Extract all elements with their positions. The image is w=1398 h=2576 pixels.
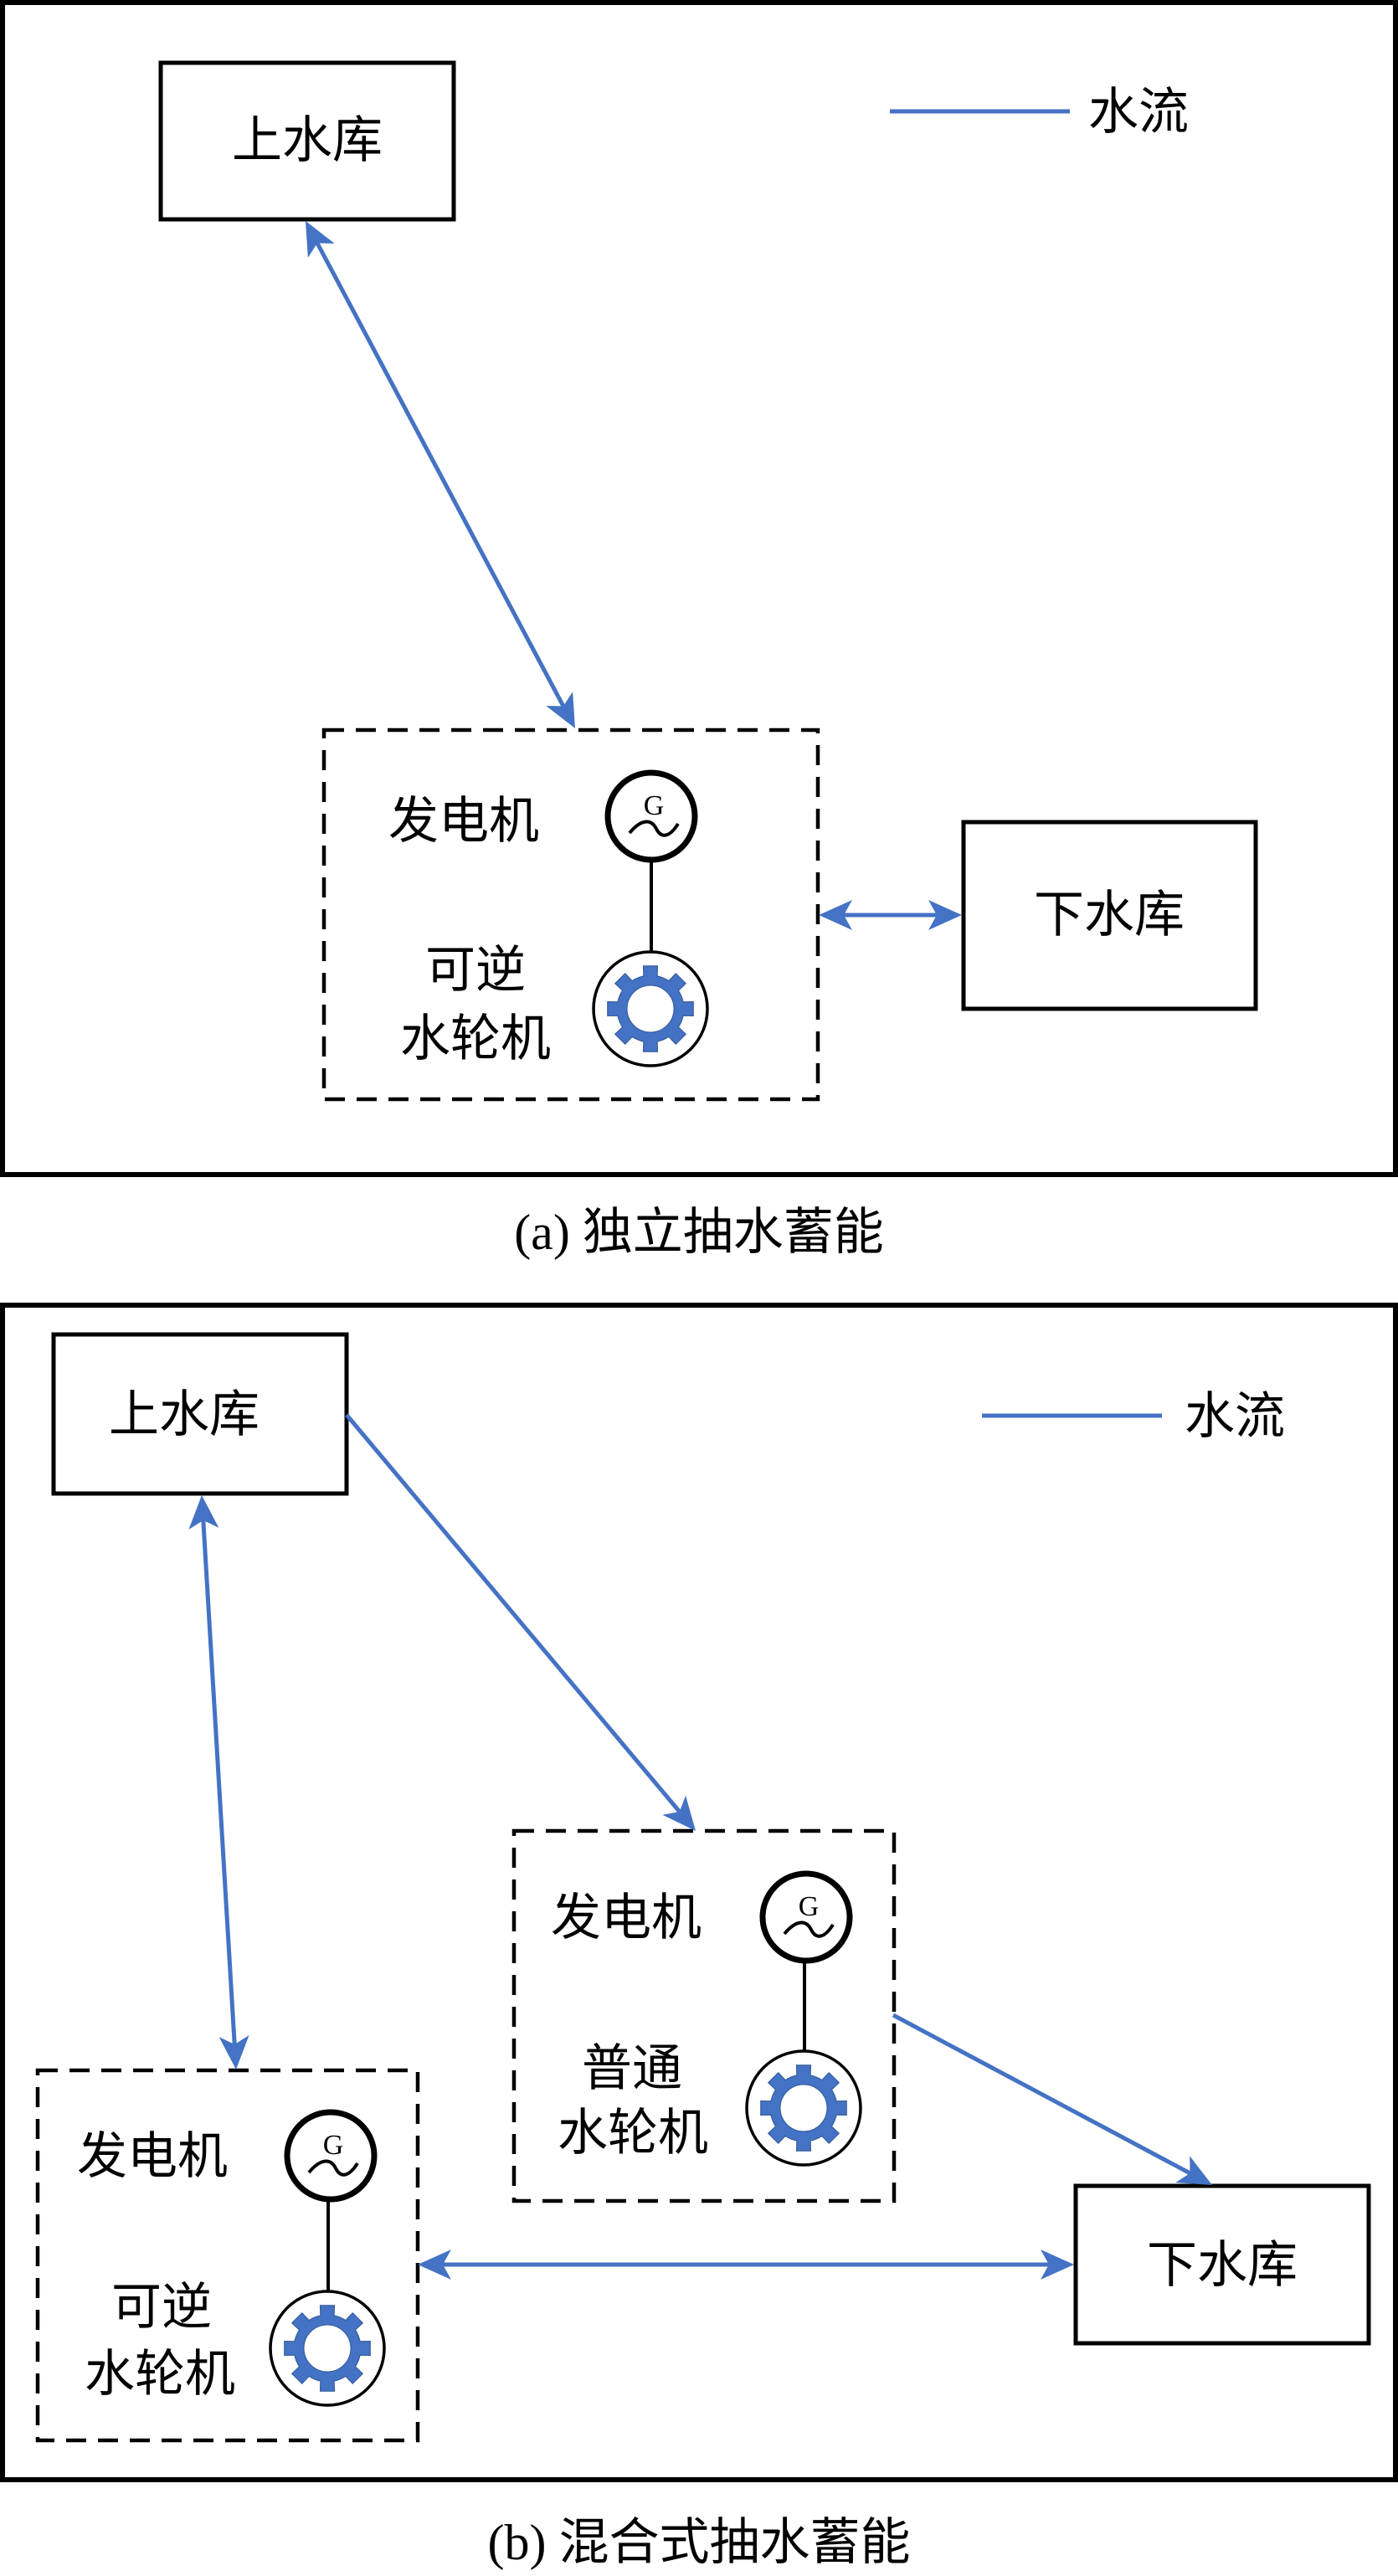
flow-unit-to-lower-arrow	[819, 900, 962, 930]
sine-wave-icon	[628, 820, 680, 837]
panel-b-conventional-unit: 发电机 普通 水轮机 G	[511, 1828, 897, 2203]
panel-b-caption: (b) 混合式抽水蓄能	[488, 2515, 911, 2570]
flow-line	[201, 1519, 237, 2045]
unit-dashed-box	[321, 728, 820, 1102]
sine-wave-icon	[783, 1920, 835, 1938]
unit-dashed-box	[511, 1828, 897, 2203]
legend-label: 水流	[1185, 1387, 1285, 1446]
gear-icon	[760, 2064, 847, 2152]
flow-line	[315, 242, 566, 707]
lower-reservoir-box	[961, 820, 1258, 1011]
generator-symbol: G	[759, 1870, 853, 1964]
generator-label: 发电机	[388, 792, 539, 851]
lower-reservoir-label: 下水库	[1147, 2236, 1298, 2295]
upper-reservoir-box	[158, 60, 456, 222]
turbine-label-line2: 水轮机	[85, 2345, 235, 2404]
panel-b-lower-reservoir: 下水库	[1073, 2183, 1371, 2346]
flow-line	[345, 1413, 681, 1813]
flow-upper-to-reversible-arrow	[188, 1495, 249, 2070]
turbine-label-line2: 水轮机	[558, 2104, 708, 2162]
flow-conventional-to-lower-arrow	[892, 2013, 1212, 2185]
flow-upper-to-conventional-arrow	[345, 1413, 696, 1831]
lower-reservoir-box	[1073, 2183, 1371, 2346]
panel-b: 水流 上水库 下水库 发电机 普通 水轮机 G	[0, 1303, 1398, 2570]
arrowhead-end	[218, 2034, 249, 2070]
panel-b-frame	[0, 1303, 1398, 2482]
panel-a-lower-reservoir: 下水库	[961, 820, 1258, 1011]
panel-a-legend: 水流	[890, 83, 1189, 141]
flow-upper-to-unit-arrow	[306, 221, 575, 728]
upper-reservoir-label: 上水库	[109, 1386, 260, 1444]
generator-label: 发电机	[551, 1889, 702, 1947]
generator-circle	[604, 769, 698, 863]
panel-a-upper-reservoir: 上水库	[158, 60, 456, 222]
panel-b-reversible-unit: 发电机 可逆 水轮机 G	[35, 2068, 420, 2443]
arrowhead-end	[546, 692, 575, 728]
gear-icon	[284, 2305, 371, 2392]
flow-reversible-to-lower-arrow	[418, 2250, 1074, 2280]
arrowhead-start	[819, 900, 852, 930]
arrowhead-end	[662, 1795, 696, 1831]
panel-a-reversible-unit: 发电机 可逆 水轮机 G	[321, 728, 820, 1102]
panel-a-frame	[0, 0, 1398, 1177]
panel-a-flows	[306, 221, 962, 930]
legend-label: 水流	[1088, 83, 1189, 141]
panel-b-flows	[188, 1413, 1212, 2280]
turbine-symbol	[745, 2049, 862, 2167]
arrowhead-end	[928, 900, 962, 930]
turbine-label-line2: 水轮机	[400, 1010, 551, 1068]
generator-g-letter: G	[644, 790, 665, 821]
arrowhead-start	[418, 2250, 451, 2280]
generator-g-letter: G	[799, 1891, 820, 1922]
generator-symbol: G	[604, 769, 698, 863]
generator-symbol: G	[284, 2109, 378, 2203]
arrowhead-end	[1041, 2250, 1074, 2280]
upper-reservoir-label: 上水库	[232, 111, 383, 170]
panel-b-legend: 水流	[982, 1387, 1285, 1446]
panel-b-upper-reservoir: 上水库	[51, 1332, 349, 1496]
flow-line	[892, 2013, 1191, 2176]
turbine-label-line1: 普通	[582, 2039, 682, 2098]
turbine-label-line1: 可逆	[425, 941, 526, 1000]
turbine-symbol	[592, 950, 709, 1067]
arrowhead-start	[306, 221, 335, 258]
arrowhead-start	[188, 1495, 219, 1530]
generator-circle	[284, 2109, 378, 2203]
arrowhead-end	[1175, 2156, 1212, 2185]
generator-label: 发电机	[77, 2127, 228, 2186]
panel-a: 水流 上水库 下水库 发电机 可逆 水轮机 G	[0, 0, 1398, 1260]
generator-circle	[759, 1870, 853, 1964]
upper-reservoir-box	[51, 1332, 349, 1496]
panel-a-caption: (a) 独立抽水蓄能	[514, 1205, 884, 1260]
gear-icon	[607, 965, 694, 1052]
generator-g-letter: G	[323, 2130, 344, 2161]
turbine-label-line1: 可逆	[111, 2278, 212, 2337]
unit-dashed-box	[35, 2068, 420, 2443]
turbine-symbol	[269, 2290, 386, 2407]
lower-reservoir-label: 下水库	[1034, 886, 1185, 944]
sine-wave-icon	[307, 2159, 359, 2177]
